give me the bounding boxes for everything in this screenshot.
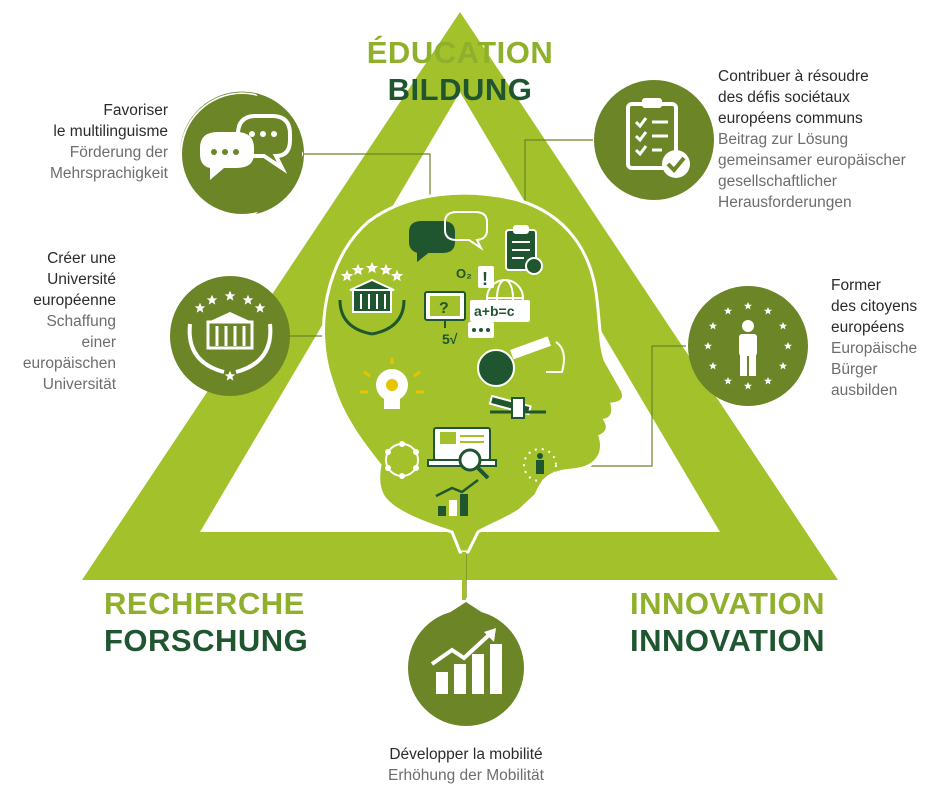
- university-fr-2: Université: [47, 271, 116, 289]
- citizens-de-2: Bürger: [831, 361, 878, 379]
- head-network-icon: [385, 441, 419, 479]
- head-chart-icon: [435, 479, 479, 516]
- citizens-fr-3: européens: [831, 319, 905, 337]
- text-mobility: Développer la mobilité Erhöhung der Mobi…: [346, 744, 586, 786]
- societal-de-4: Herausforderungen: [718, 194, 852, 212]
- pin-university: [170, 276, 290, 396]
- head-laptop-icon: [427, 427, 497, 480]
- multilingualism-fr-1: Favoriser: [103, 102, 168, 119]
- head-chat-icon: [409, 211, 488, 263]
- root-label: 5√: [442, 331, 458, 347]
- societal-fr-3: européens communs: [718, 110, 863, 128]
- societal-fr-2: des défis sociétaux: [718, 89, 850, 107]
- university-laurel-icon: [187, 291, 273, 380]
- multilingualism-de-1: Förderung der: [69, 144, 168, 162]
- university-de-4: Universität: [42, 376, 116, 394]
- mobility-de-1: Erhöhung der Mobilität: [388, 767, 544, 785]
- head-citizen-icon: [523, 448, 557, 482]
- societal-fr-1: Contribuer à résoudre: [718, 68, 869, 85]
- formula-label: a+b=c: [474, 303, 515, 319]
- pin-multilingualism: [179, 91, 304, 214]
- head-monitor-icon: [424, 291, 466, 328]
- citizens-fr-1: Former: [831, 277, 881, 294]
- pin-societal: [594, 80, 714, 200]
- head-university-icon: [338, 278, 406, 336]
- exclaim-label: !: [482, 269, 488, 289]
- label-innovation-de: INNOVATION: [629, 623, 825, 659]
- text-multilingualism: Favoriser le multilinguisme Förderung de…: [10, 100, 168, 184]
- growth-chart-icon: [430, 628, 502, 694]
- text-citizens: Former des citoyens européens Europäisch…: [831, 275, 926, 401]
- societal-de-2: gemeinsamer europäischer: [718, 152, 906, 170]
- head-icon-labels: O₂ ! ? a+b=c 5√: [439, 266, 515, 347]
- societal-de-3: gesellschaftlicher: [718, 173, 837, 191]
- pin-mobility: [408, 602, 524, 726]
- label-education-fr: ÉDUCATION: [366, 35, 554, 70]
- university-de-1: Schaffung: [46, 313, 116, 331]
- university-fr-3: européenne: [33, 292, 116, 310]
- label-innovation-fr: INNOVATION: [629, 586, 825, 621]
- question-label: ?: [439, 300, 449, 317]
- label-research: RECHERCHE FORSCHUNG: [104, 585, 308, 659]
- o2-label: O₂: [456, 266, 472, 281]
- triangle-frame: [82, 12, 838, 580]
- head-icons: [338, 211, 565, 516]
- clipboard-checklist-icon: [626, 98, 690, 178]
- mobility-fr-1: Développer la mobilité: [389, 746, 543, 763]
- label-research-fr: RECHERCHE: [104, 586, 305, 621]
- multilingualism-de-2: Mehrsprachigkeit: [49, 165, 168, 183]
- label-research-de: FORSCHUNG: [104, 623, 309, 659]
- university-fr-1: Créer une: [47, 250, 116, 267]
- university-de-3: europäischen: [22, 355, 116, 373]
- societal-de-1: Beitrag zur Lösung: [718, 131, 849, 149]
- pin-citizens: [688, 286, 808, 406]
- citizens-fr-2: des citoyens: [831, 298, 918, 316]
- text-societal: Contribuer à résoudre des défis sociétau…: [718, 66, 923, 214]
- head-lab-icon: [477, 336, 565, 419]
- label-education: ÉDUCATION BILDUNG: [355, 34, 565, 108]
- label-innovation: INNOVATION INNOVATION: [620, 585, 825, 659]
- speech-bubbles-icon: [200, 114, 292, 180]
- citizens-de-3: ausbilden: [831, 382, 898, 400]
- multilingualism-fr-2: le multilinguisme: [53, 123, 168, 141]
- head-silhouette: [322, 191, 626, 554]
- citizens-de-1: Europäische: [831, 340, 918, 358]
- head-lightbulb-icon: [360, 358, 424, 409]
- head-clipboard-icon: [505, 225, 543, 275]
- european-citizen-icon: [704, 302, 792, 390]
- text-university: Créer une Université européenne Schaffun…: [8, 248, 116, 396]
- university-de-2: einer: [81, 334, 116, 352]
- label-education-de: BILDUNG: [387, 72, 533, 108]
